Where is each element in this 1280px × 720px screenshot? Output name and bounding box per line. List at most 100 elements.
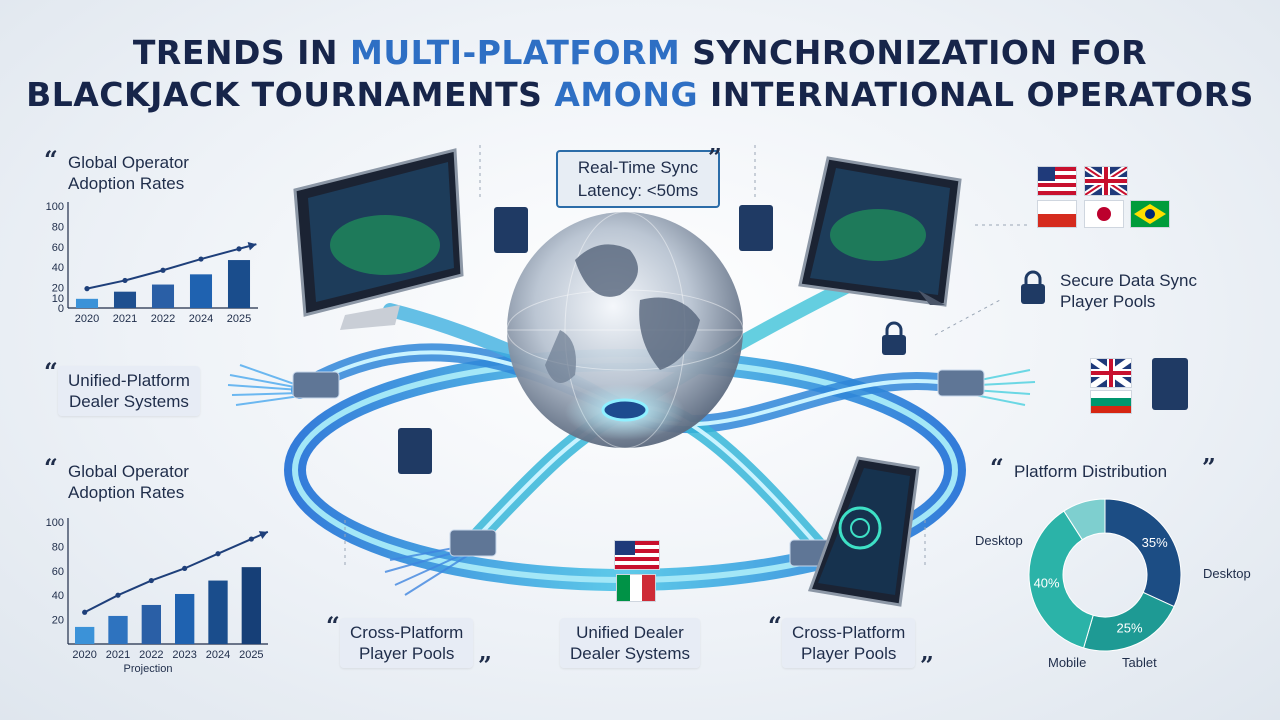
bar	[189, 274, 213, 308]
platform-distribution-chart: 35%25%40%	[1028, 498, 1182, 652]
uk-flag-icon	[1084, 166, 1128, 196]
cross-platform-label-left: Cross-Platform Player Pools	[340, 618, 474, 668]
phone-device	[807, 456, 920, 607]
label-line: Secure Data Sync	[1060, 271, 1198, 290]
latency-label: Latency: <50ms	[577, 181, 699, 200]
connector-lines	[344, 145, 1030, 565]
bar	[241, 567, 261, 644]
x-tick-label: 2025	[227, 313, 251, 325]
uk-flag-icon	[1090, 358, 1132, 388]
x-axis-label: Projection	[124, 663, 173, 675]
pie-slice	[1104, 498, 1182, 608]
y-tick-label: 80	[52, 541, 64, 553]
trend-point	[122, 277, 128, 284]
label-line: Player Pools	[358, 644, 455, 663]
trend-arrow-head	[258, 531, 268, 539]
sync-label: Real-Time Sync	[577, 158, 699, 177]
pie-outer-label: Tablet	[1122, 655, 1157, 670]
fiber-bundle-left	[227, 364, 301, 406]
desktop-monitor	[293, 148, 464, 330]
label-line: Cross-Platform	[350, 623, 464, 642]
bar	[151, 284, 175, 308]
bar	[75, 626, 95, 644]
quote-icon: ”	[708, 143, 722, 172]
bar	[208, 580, 228, 644]
y-tick-label: 80	[52, 221, 64, 233]
quote-icon: “	[44, 453, 58, 482]
bar	[113, 291, 137, 308]
label-line: Dealer Systems	[68, 392, 189, 411]
trend-arrow-head	[247, 242, 257, 251]
x-tick-label: 2024	[206, 649, 230, 661]
lock-icon	[882, 321, 906, 355]
bar	[108, 615, 128, 644]
trend-point	[215, 551, 221, 557]
bulgaria-flag-icon	[1090, 390, 1132, 414]
quote-icon: “	[768, 611, 782, 640]
quote-icon: “	[326, 611, 340, 640]
server-icon	[494, 207, 528, 253]
trend-point	[84, 286, 90, 292]
title-highlight: Multi-Platform	[350, 33, 681, 72]
trend-line	[84, 538, 252, 614]
trend-point	[182, 565, 188, 571]
junction-node	[292, 371, 340, 399]
adoption-label-bottom: Global Operator Adoption Rates	[68, 461, 189, 503]
bar	[141, 604, 161, 644]
server-icon	[398, 428, 432, 474]
title-text: Trends in	[132, 33, 351, 72]
us-flag-icon	[1037, 166, 1077, 196]
pie-slice	[1028, 510, 1094, 649]
y-tick-label: 40	[52, 590, 64, 602]
pie-outer-label: Mobile	[1048, 655, 1087, 670]
trend-point	[148, 577, 154, 584]
x-tick-label: 2021	[113, 313, 137, 325]
label-line: Adoption Rates	[68, 174, 185, 193]
blackjack-table	[330, 215, 440, 275]
y-tick-label: 0	[58, 303, 64, 315]
globe-icon	[506, 211, 744, 449]
quote-icon: ”	[478, 651, 492, 680]
y-tick-label: 100	[46, 517, 64, 529]
platform-distribution-title: Platform Distribution	[1014, 462, 1168, 481]
label-line: Global Operator	[68, 462, 189, 481]
quote-icon: ”	[1202, 453, 1216, 482]
label-line: Cross-Platform	[792, 623, 906, 642]
sync-hub	[601, 398, 649, 422]
quote-icon: “	[44, 145, 58, 174]
label-line: Dealer Systems	[570, 644, 690, 663]
tablet-device	[798, 156, 962, 307]
label-line: Global Operator	[68, 153, 189, 172]
y-tick-label: 60	[52, 566, 64, 578]
secure-sync-label: Secure Data Sync Player Pools	[1060, 270, 1197, 312]
x-tick-label: 2021	[106, 649, 130, 661]
cross-platform-label-right: Cross-Platform Player Pools	[782, 618, 916, 668]
y-tick-label: 20	[52, 615, 64, 627]
y-tick-label: 20	[52, 283, 64, 295]
x-tick-label: 2020	[72, 649, 96, 661]
bar	[227, 260, 251, 308]
y-tick-label: 100	[46, 201, 64, 213]
x-tick-label: 2025	[239, 649, 263, 661]
quote-icon: “	[44, 357, 58, 386]
pie-slice-label: 35%	[1142, 535, 1168, 550]
trend-point	[198, 256, 204, 262]
italy-flag-icon	[616, 574, 656, 602]
server-icon	[1152, 358, 1188, 410]
title-text: Blackjack Tournaments	[26, 75, 555, 114]
trend-point	[115, 592, 121, 598]
quote-icon: ”	[920, 651, 934, 680]
pie-outer-label: Desktop	[1203, 566, 1251, 581]
quote-icon: “	[990, 453, 1004, 482]
y-tick-label: 10	[52, 293, 64, 305]
flag-icon	[1037, 200, 1077, 228]
title-text: Synchronization for	[680, 33, 1148, 72]
japan-flag-icon	[1084, 200, 1124, 228]
page-title: Trends in Multi-Platform Synchronization…	[0, 32, 1280, 116]
pie-slice	[1063, 498, 1106, 541]
unified-platform-label: Unified-Platform Dealer Systems	[58, 366, 200, 416]
title-highlight: Among	[554, 75, 699, 114]
us-flag-icon	[614, 540, 660, 570]
